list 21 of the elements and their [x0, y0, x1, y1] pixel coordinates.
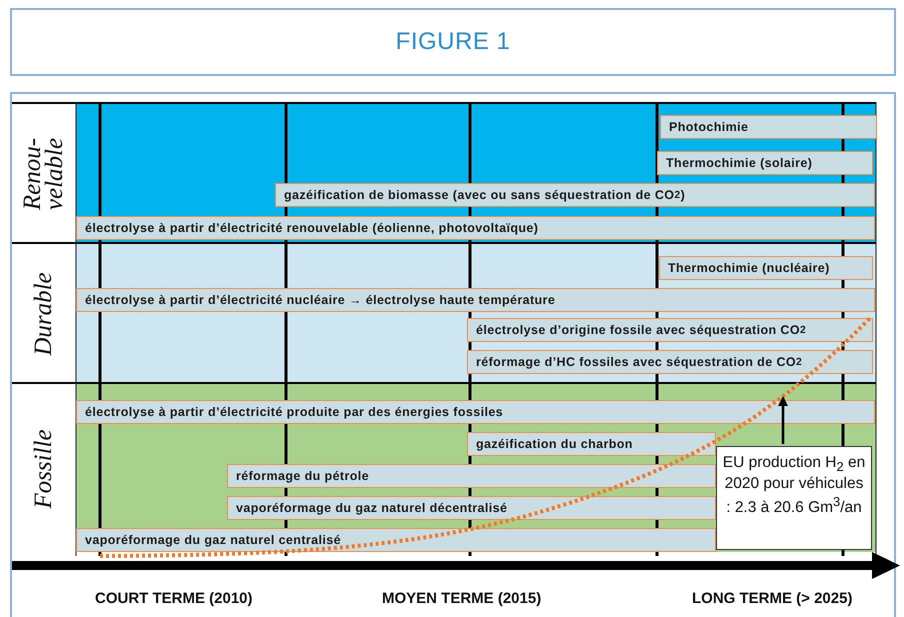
axis-label: MOYEN TERME (2015)	[382, 590, 542, 607]
timeline-bar: Photochimie	[660, 115, 877, 139]
timeline-bar: vaporéformage du gaz naturel décentralisé	[227, 496, 716, 520]
band-label: Durable	[28, 271, 58, 358]
axis-label: LONG TERME (> 2025)	[692, 590, 852, 607]
timeline-bar: vaporéformage du gaz naturel centralisé	[76, 528, 716, 552]
timeline-bar: électrolyse à partir d’électricité produite par des énergies fossiles	[76, 400, 875, 424]
timeline-bar: gazéification du charbon	[467, 432, 716, 456]
category-band	[12, 102, 876, 242]
axis-label: COURT TERME (2010)	[95, 590, 253, 607]
timeline-bar: Thermochimie (solaire)	[657, 151, 873, 175]
figure-title: FIGURE 1	[396, 28, 510, 56]
timeline-bar: électrolyse à partir d’électricité nucléaire → électrolyse haute température	[76, 288, 875, 312]
timeline-bar: électrolyse à partir d’électricité renouvelable (éolienne, photovoltaïque)	[76, 216, 875, 240]
category-band	[12, 382, 876, 552]
band-label: Renou- velable	[18, 136, 69, 212]
callout-box: EU production H$_{2}$ en 2020 pour véhicules : 2.3 à 20.6 Gm$^{3}$/an	[716, 446, 872, 550]
timeline-bar: Thermochimie (nucléaire)	[659, 256, 873, 280]
leader-arrow	[778, 396, 788, 444]
band-label: Fossille	[28, 428, 58, 511]
timeline-bar: réformage du pétrole	[227, 464, 716, 488]
